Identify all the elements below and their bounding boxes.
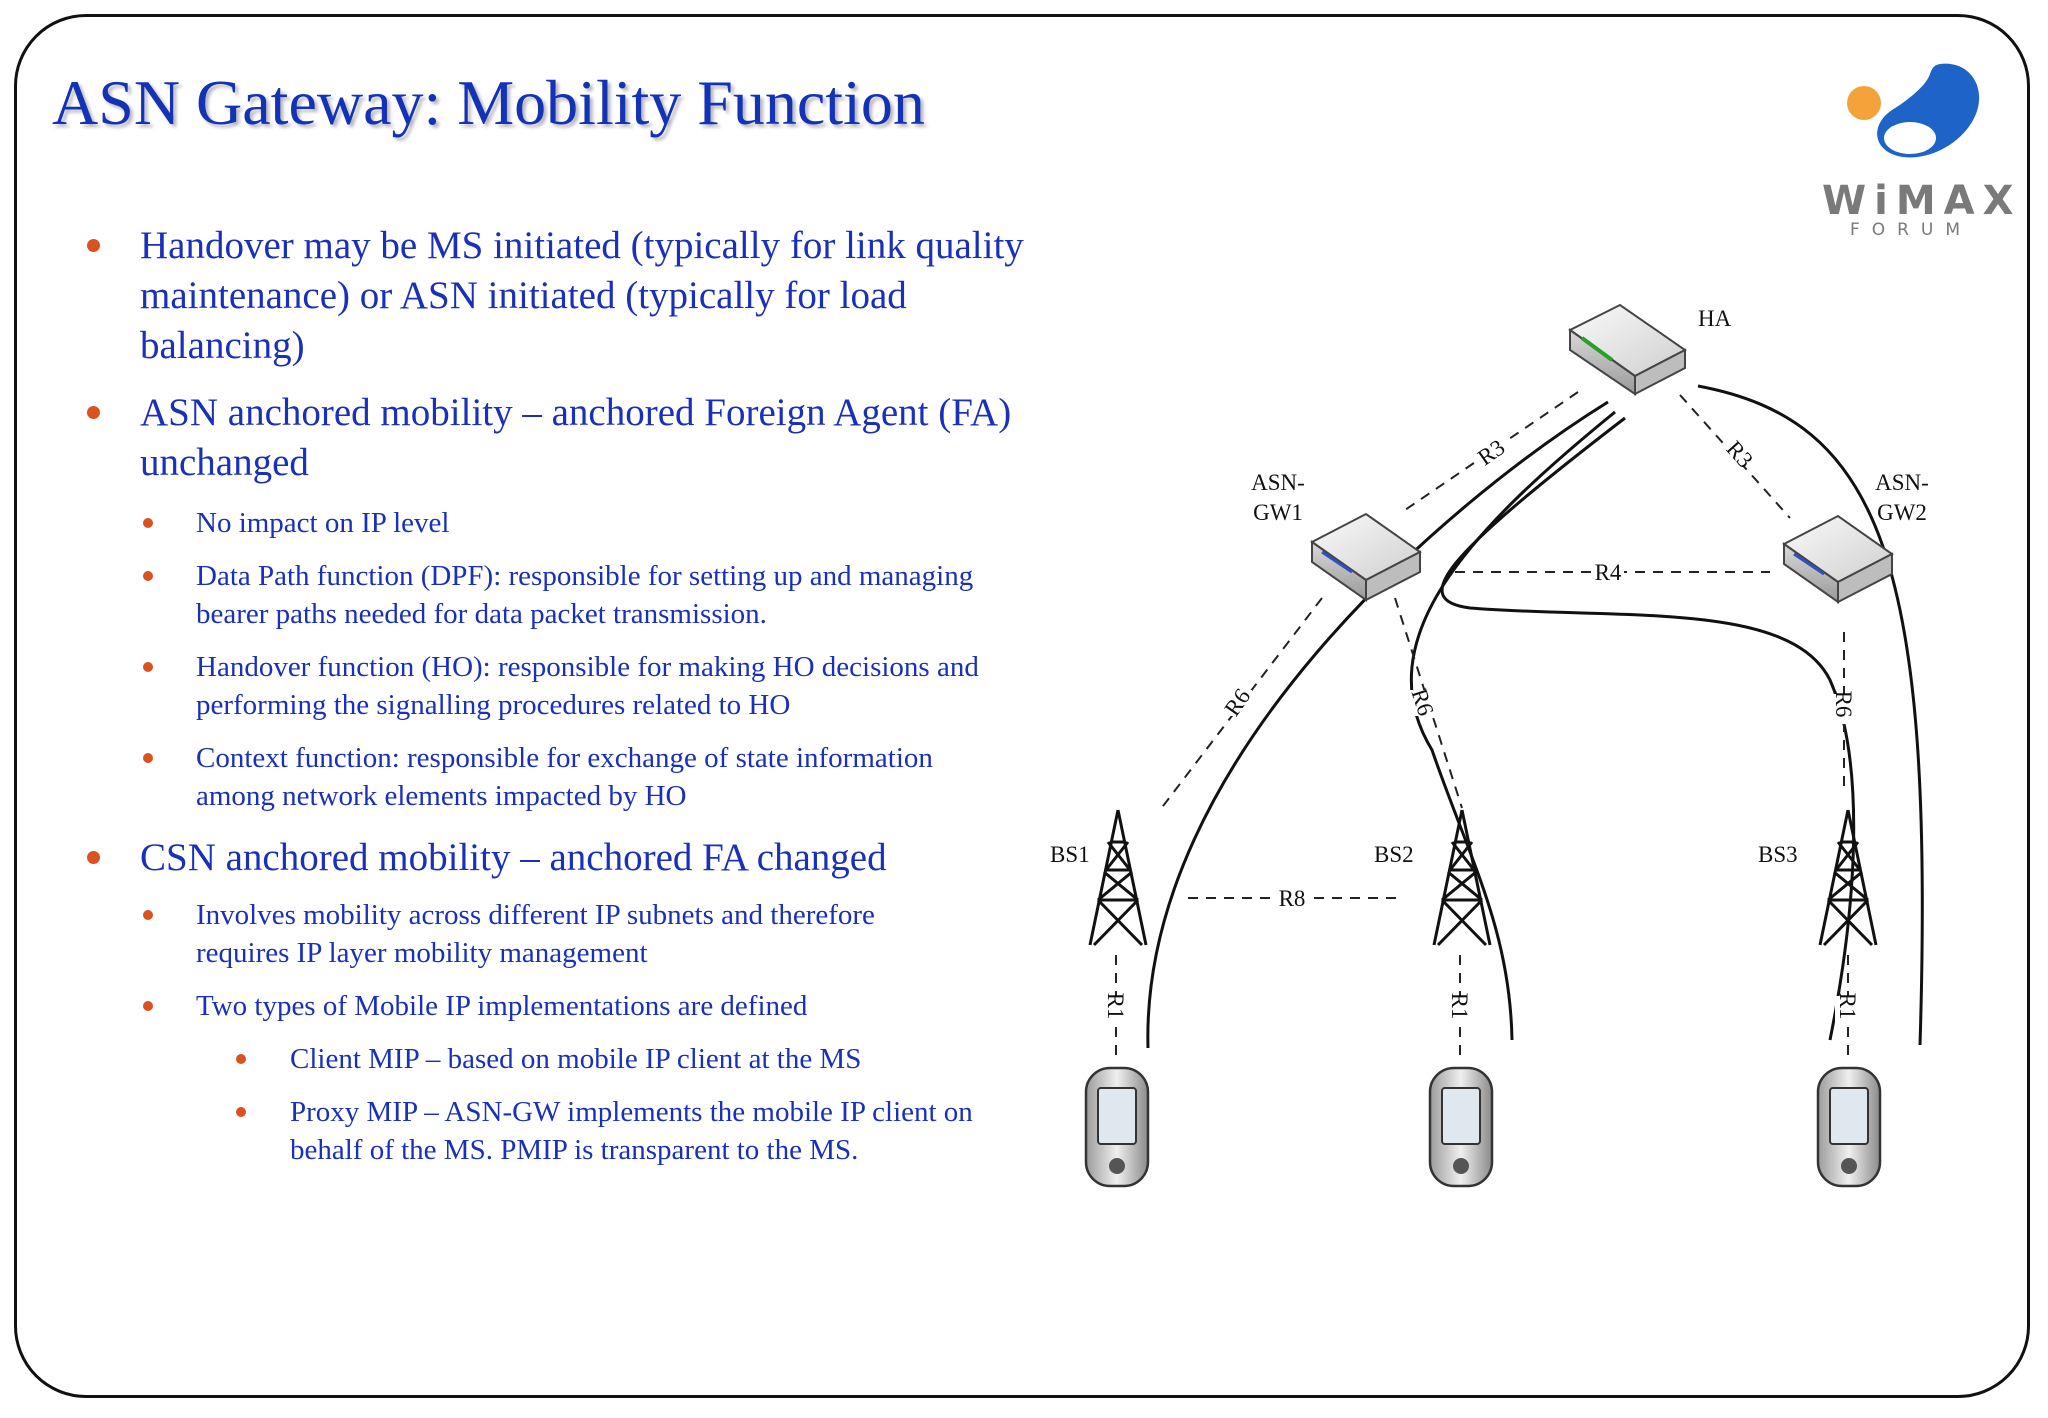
bullet-marker — [87, 851, 100, 864]
wimax-forum-logo: WiMAX FORUM — [1822, 56, 2022, 246]
label-bs1: BS1 — [1050, 842, 1090, 867]
link-r3-right — [1679, 394, 1791, 519]
label-r8: R8 — [1279, 886, 1306, 911]
bs2-tower-icon — [1432, 809, 1492, 947]
bullet-marker — [87, 406, 100, 419]
bullet-marker — [143, 518, 153, 528]
bullet-item: CSN anchored mobility – anchored FA chan… — [140, 836, 887, 879]
label-asn-gw2-line1: ASN- — [1875, 470, 1929, 495]
label-bs3: BS3 — [1758, 842, 1798, 867]
bullet-item: Handover function (HO): responsible for … — [196, 651, 979, 721]
bullet-marker — [143, 662, 153, 672]
label-asn-gw2-line2: GW2 — [1877, 500, 1927, 525]
bullet-marker — [143, 571, 153, 581]
bullet-marker — [143, 910, 153, 920]
label-ha: HA — [1698, 306, 1732, 331]
bullet-item: Two types of Mobile IP implementations a… — [196, 990, 808, 1022]
label-asn-gw1-line2: GW1 — [1253, 500, 1303, 525]
bullet-item: Handover may be MS initiated (typically … — [140, 224, 1024, 367]
bullet-item: ASN anchored mobility – anchored Foreign… — [140, 391, 1012, 484]
bullet-marker — [87, 239, 100, 252]
bs1-tower-icon — [1088, 809, 1148, 947]
bullet-marker — [143, 1001, 153, 1011]
bullet-item: Context function: responsible for exchan… — [196, 742, 933, 812]
bs3-tower-icon — [1818, 809, 1878, 947]
label-r6-right: R6 — [1831, 691, 1856, 718]
bullet-item: Client MIP – based on mobile IP client a… — [290, 1043, 862, 1075]
bullet-item: Proxy MIP – ASN-GW implements the mobile… — [290, 1096, 973, 1166]
slide-frame — [14, 14, 2030, 1398]
logo-wordmark: WiMAX — [1822, 178, 2022, 224]
label-bs2: BS2 — [1374, 842, 1414, 867]
asn-gw2-switch-icon — [1782, 514, 1894, 604]
mobility-path-2 — [1409, 410, 1616, 1041]
slide-title: ASN Gateway: Mobility Function — [52, 67, 925, 138]
label-r4: R4 — [1595, 560, 1622, 585]
bullet-item: No impact on IP level — [196, 507, 450, 539]
mobility-path-1 — [1146, 400, 1609, 1049]
label-r1-right: R1 — [1835, 993, 1860, 1020]
label-r1-mid: R1 — [1447, 993, 1472, 1020]
bullet-marker — [236, 1107, 246, 1117]
wimax-logo-icon — [1847, 63, 1980, 158]
bullet-marker — [236, 1054, 246, 1064]
bullet-list: Handover may be MS initiated (typically … — [0, 0, 1040, 1250]
ha-router-icon — [1568, 303, 1687, 396]
ms1-phone-icon — [1084, 1066, 1150, 1188]
logo-subtitle: FORUM — [1849, 220, 1973, 240]
bullet-marker — [143, 753, 153, 763]
ms3-phone-icon — [1816, 1066, 1882, 1188]
label-r1-left: R1 — [1103, 993, 1128, 1020]
ms2-phone-icon — [1428, 1066, 1494, 1188]
label-asn-gw1-line1: ASN- — [1251, 470, 1305, 495]
bullet-item: Involves mobility across different IP su… — [196, 899, 875, 969]
bullet-item: Data Path function (DPF): responsible fo… — [196, 560, 974, 630]
asn-gw1-switch-icon — [1310, 512, 1422, 602]
